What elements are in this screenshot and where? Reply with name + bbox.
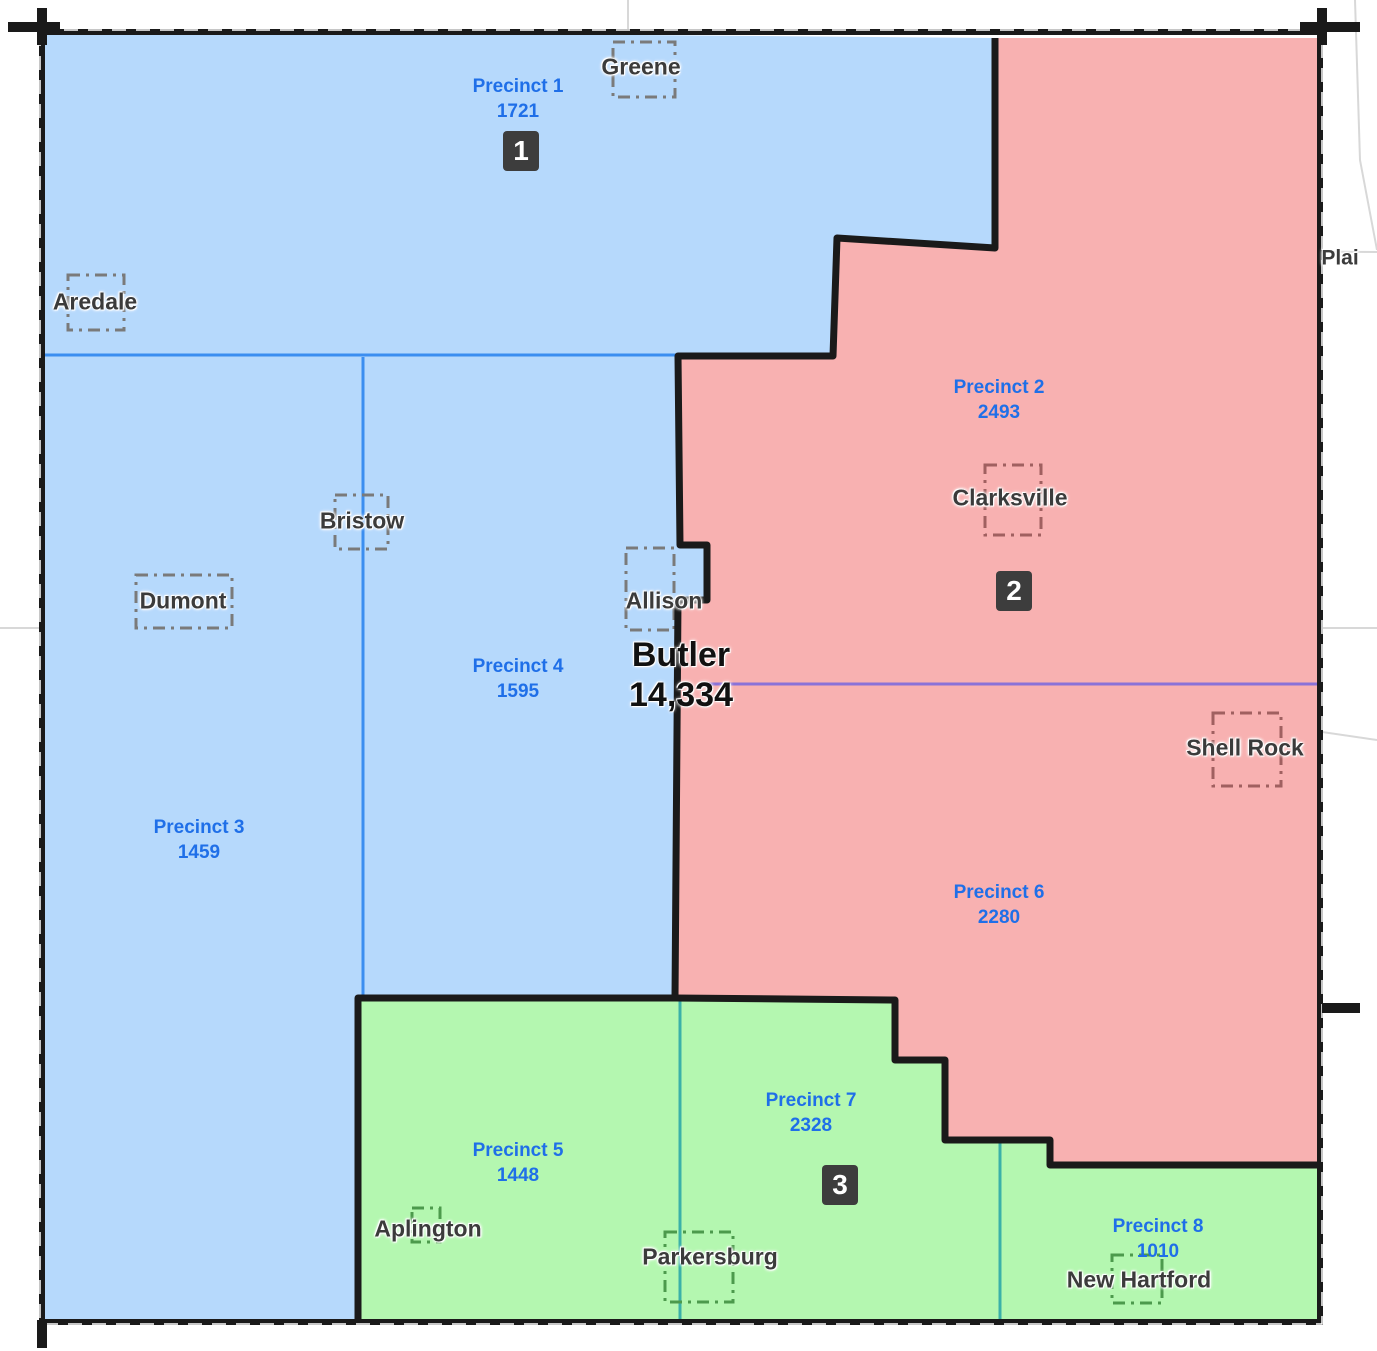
town-parkersburg: Parkersburg	[642, 1243, 778, 1270]
district-3-badge: 3	[822, 1165, 858, 1205]
precinct-3-label: Precinct 3 1459	[154, 815, 245, 865]
town-plai: Plai	[1321, 246, 1359, 270]
county-population: 14,334	[629, 676, 733, 714]
precinct-2-name: Precinct 2	[953, 377, 1045, 398]
town-new-hartford: New Hartford	[1066, 1266, 1212, 1293]
precinct-6-name: Precinct 6	[953, 882, 1045, 903]
district-borders	[354, 38, 1318, 1320]
town-aredale: Aredale	[52, 288, 138, 315]
precinct-3-population: 1459	[177, 842, 221, 863]
town-outlines	[66, 40, 1283, 1305]
precinct-7-name: Precinct 7	[765, 1090, 857, 1111]
county-corner-ticks	[8, 8, 1360, 1348]
county-label: Butler 14,334	[629, 635, 733, 715]
town-dumont: Dumont	[139, 587, 227, 614]
district-2-badge: 2	[996, 571, 1032, 611]
precinct-7-population: 2328	[789, 1115, 833, 1136]
town-clarksville: Clarksville	[952, 484, 1068, 511]
precinct-1-population: 1721	[496, 101, 540, 122]
town-greene: Greene	[601, 53, 681, 80]
district-1-badge: 1	[503, 131, 539, 171]
town-aplington: Aplington	[374, 1215, 482, 1242]
town-bristow: Bristow	[319, 507, 405, 534]
precinct-1-name: Precinct 1	[472, 76, 564, 97]
precinct-5-population: 1448	[496, 1165, 540, 1186]
precinct-7-label: Precinct 7 2328	[766, 1088, 857, 1138]
precinct-5-label: Precinct 5 1448	[473, 1138, 564, 1188]
town-allison: Allison	[625, 587, 703, 614]
precinct-8-population: 1010	[1136, 1241, 1180, 1262]
precinct-5-name: Precinct 5	[472, 1140, 564, 1161]
precinct-2-population: 2493	[977, 402, 1021, 423]
county-name: Butler	[631, 636, 731, 674]
precinct-8-name: Precinct 8	[1112, 1216, 1204, 1237]
precinct-1-label: Precinct 1 1721	[473, 74, 564, 124]
precinct-boundaries	[45, 353, 1318, 1320]
precinct-6-population: 2280	[977, 907, 1021, 928]
precinct-3-name: Precinct 3	[153, 817, 245, 838]
town-shell-rock: Shell Rock	[1186, 734, 1304, 761]
precinct-6-label: Precinct 6 2280	[954, 880, 1045, 930]
district-3-area	[358, 998, 1318, 1325]
precinct-2-label: Precinct 2 2493	[954, 375, 1045, 425]
precinct-4-label: Precinct 4 1595	[473, 654, 564, 704]
precinct-8-label: Precinct 8 1010	[1113, 1214, 1204, 1264]
precinct-4-name: Precinct 4	[472, 656, 564, 677]
precinct-4-population: 1595	[496, 681, 540, 702]
county-border	[39, 29, 1323, 1325]
